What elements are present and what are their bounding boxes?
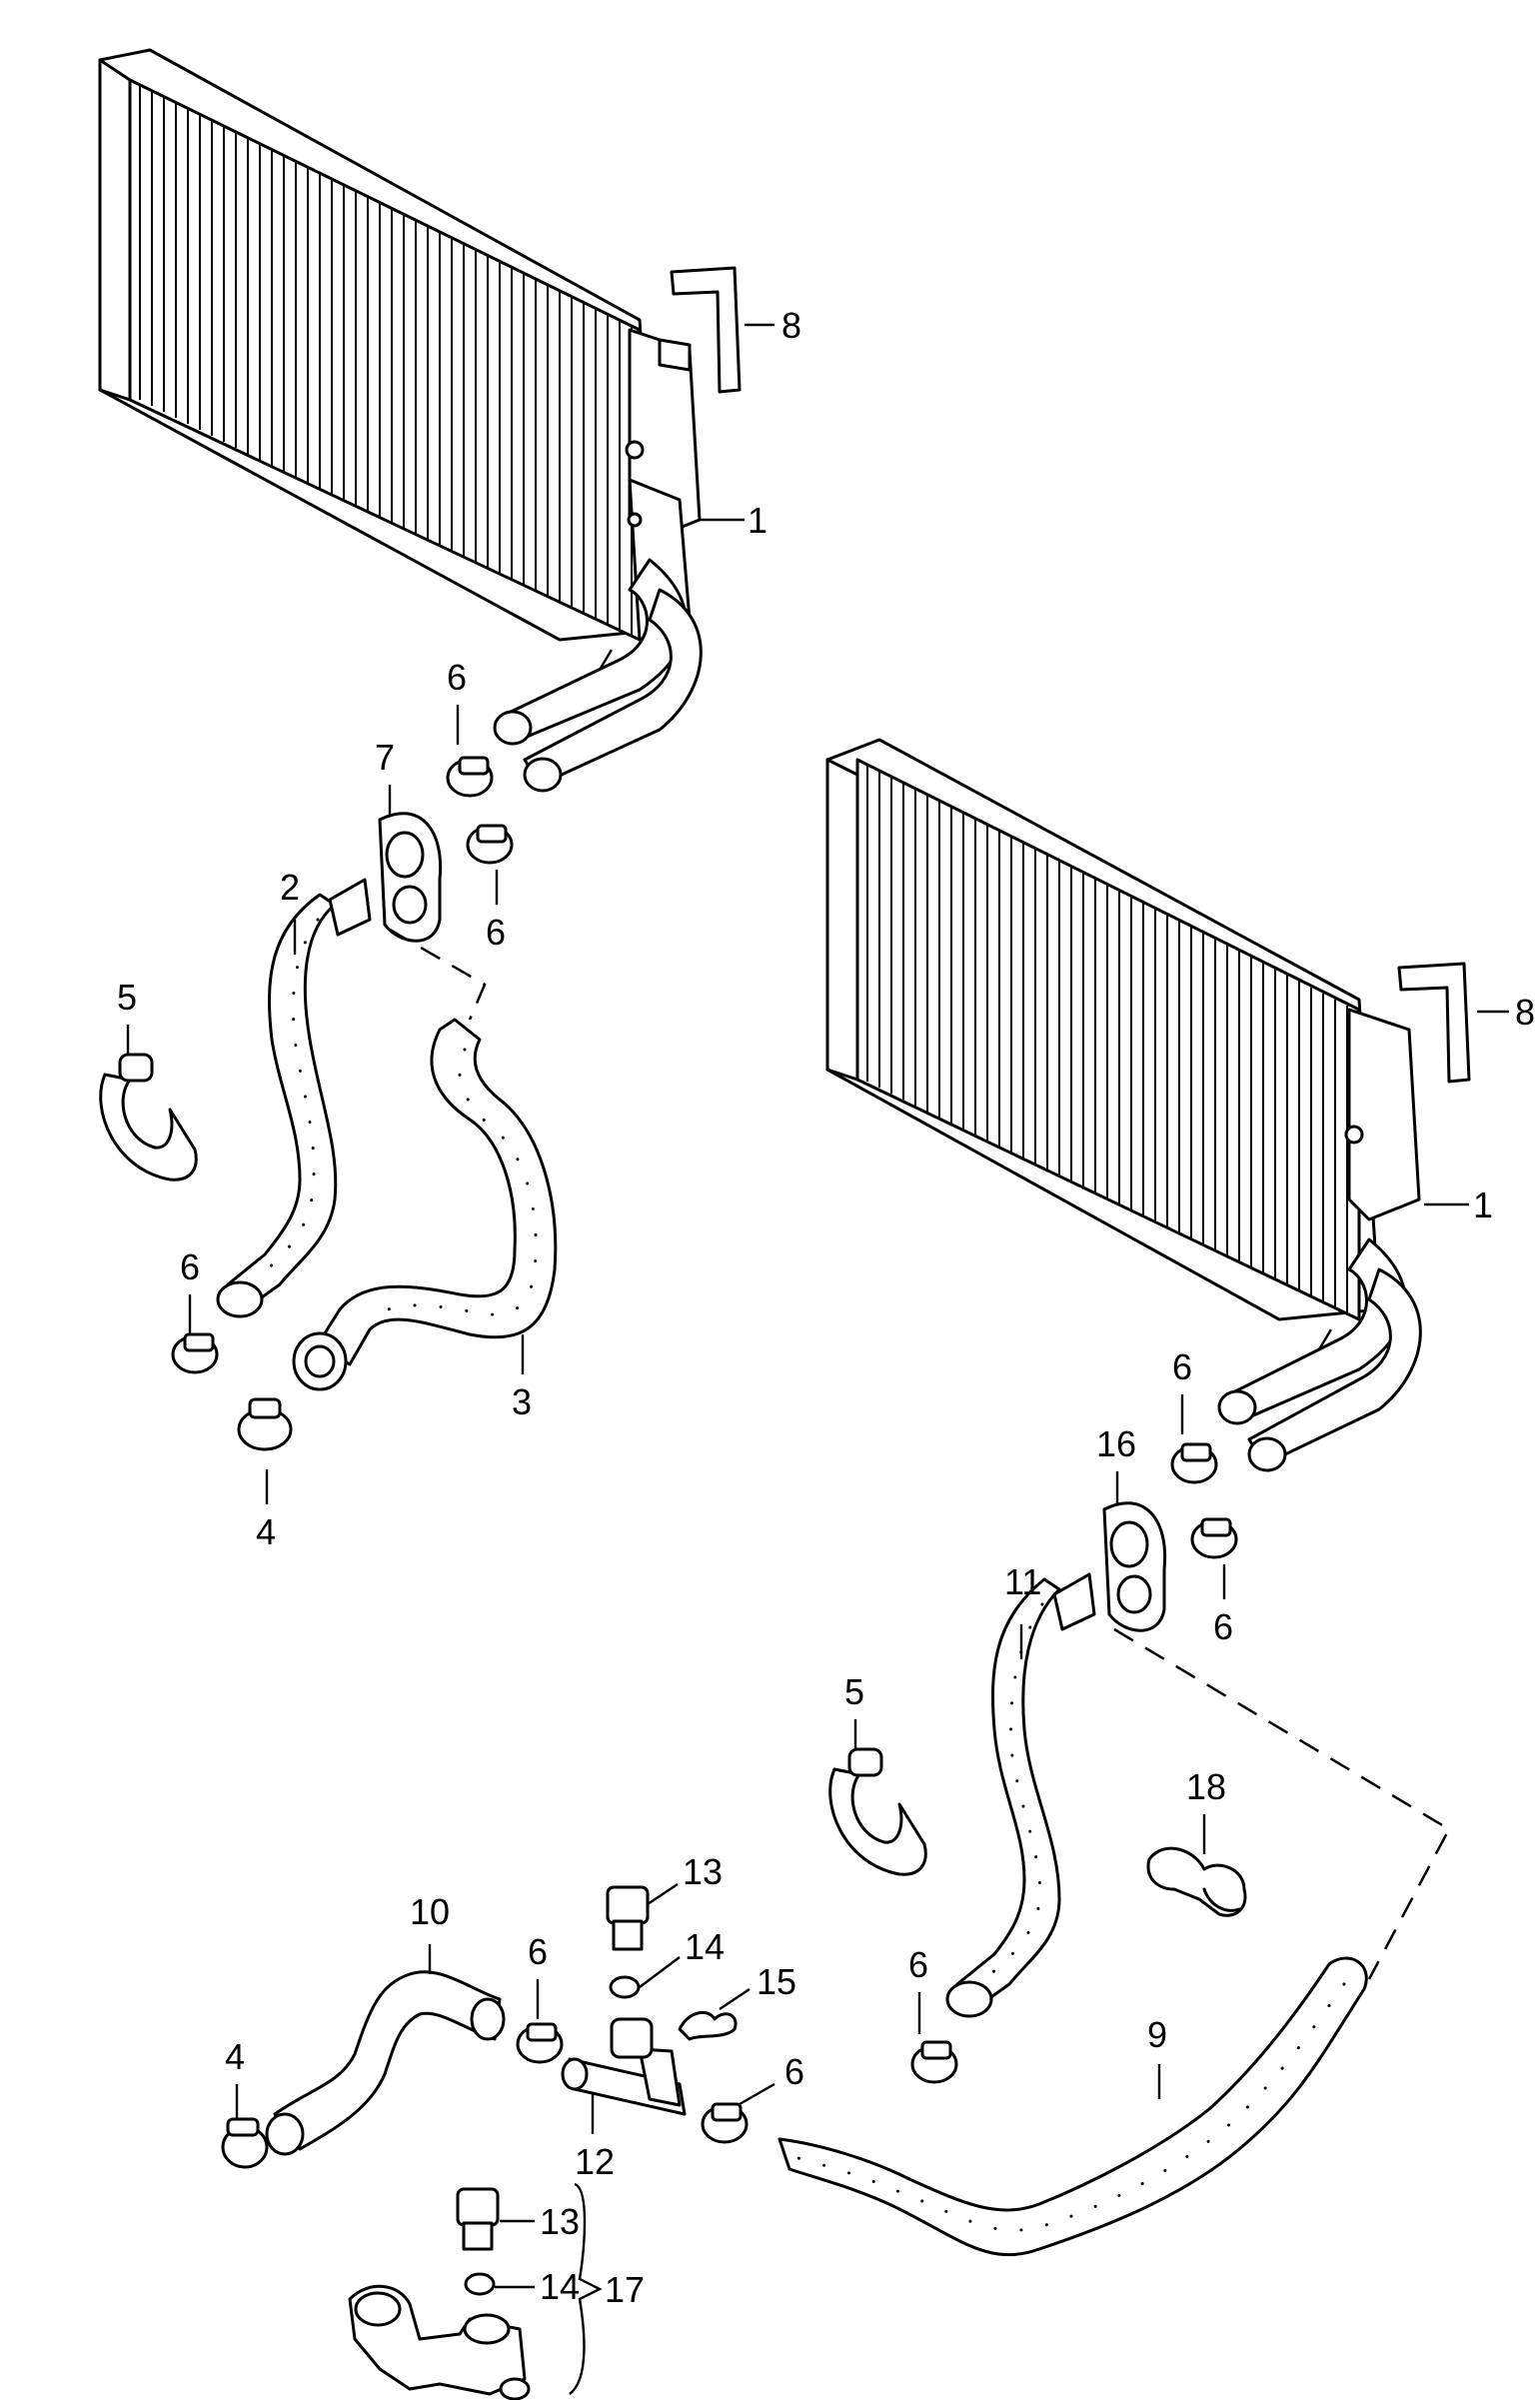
svg-text:6: 6 — [528, 1931, 548, 1972]
clamp-4-bottom — [221, 2117, 269, 2169]
assembly-bracket-17: 17 — [569, 2182, 645, 2395]
callout-13-bottom: 13 — [500, 2201, 580, 2242]
hose-2 — [216, 878, 372, 1318]
svg-text:11: 11 — [1004, 1561, 1041, 1602]
hose-9 — [777, 1956, 1368, 2257]
valve-housing-17 — [348, 2284, 531, 2400]
callout-12: 12 — [575, 2094, 615, 2182]
svg-text:4: 4 — [256, 1511, 276, 1552]
callout-8-bottom: 8 — [1477, 992, 1535, 1033]
svg-text:12: 12 — [575, 2141, 615, 2182]
temp-sensor-13-top — [606, 1885, 654, 2059]
svg-text:5: 5 — [844, 1671, 864, 1712]
callout-6-e: 6 — [1213, 1564, 1233, 1647]
clamp-5-left — [99, 1053, 198, 1182]
svg-text:6: 6 — [908, 1944, 928, 1985]
svg-text:14: 14 — [685, 1926, 725, 1967]
svg-text:9: 9 — [1147, 2014, 1167, 2055]
callout-4-left: 4 — [256, 1469, 276, 1552]
svg-text:1: 1 — [748, 500, 768, 541]
callout-5-left: 5 — [117, 977, 137, 1055]
svg-text:6: 6 — [486, 912, 506, 953]
callout-6-b: 6 — [486, 870, 506, 953]
callout-8-top: 8 — [745, 305, 801, 346]
clip-6-g — [516, 2022, 564, 2064]
svg-text:17: 17 — [605, 2269, 645, 2310]
callout-5-right: 5 — [844, 1671, 864, 1749]
svg-text:4: 4 — [225, 2036, 245, 2077]
callout-6-d: 6 — [1172, 1346, 1192, 1434]
svg-text:6: 6 — [180, 1246, 200, 1287]
heater-core-top-ports — [625, 338, 692, 528]
svg-text:6: 6 — [1213, 1606, 1233, 1647]
svg-text:3: 3 — [512, 1381, 532, 1422]
seal-ring-14-bottom — [464, 2272, 496, 2296]
svg-text:8: 8 — [781, 305, 801, 346]
clip-18 — [1146, 1846, 1247, 1917]
callout-7: 7 — [375, 737, 395, 815]
callout-6-g: 6 — [528, 1931, 548, 2019]
callout-6-a: 6 — [447, 657, 467, 745]
callout-2: 2 — [280, 867, 300, 955]
svg-text:6: 6 — [784, 2051, 804, 2092]
hose-11 — [945, 1572, 1096, 2018]
clamp-4-left — [237, 1397, 293, 1451]
svg-text:1: 1 — [1473, 1185, 1493, 1225]
flange-seal-16 — [1102, 1501, 1167, 1632]
svg-text:15: 15 — [757, 1961, 796, 2002]
callout-3: 3 — [512, 1334, 532, 1422]
svg-text:5: 5 — [117, 977, 137, 1018]
flange-seal-7 — [378, 812, 443, 943]
seal-ring-14-top — [609, 1975, 641, 1999]
callout-6-h: 6 — [739, 2051, 804, 2106]
svg-text:13: 13 — [683, 1851, 723, 1892]
retaining-clip-15 — [678, 2010, 738, 2041]
svg-text:13: 13 — [540, 2201, 580, 2242]
svg-text:7: 7 — [375, 737, 395, 778]
temp-sensor-13-bottom — [456, 2187, 500, 2251]
callout-1-top: 1 — [700, 500, 768, 541]
svg-text:8: 8 — [1515, 992, 1535, 1033]
dashed-connector-top — [389, 928, 487, 1021]
callout-16: 16 — [1096, 1423, 1136, 1504]
dashed-connector-bottom — [1113, 1627, 1451, 1980]
clip-6-h — [701, 2102, 749, 2144]
callout-11: 11 — [1004, 1561, 1041, 1659]
svg-text:2: 2 — [280, 867, 300, 908]
svg-text:18: 18 — [1186, 1766, 1226, 1807]
t-connector-12 — [561, 2047, 687, 2116]
callout-13-top: 13 — [647, 1851, 723, 1905]
clip-6-a — [446, 756, 494, 798]
svg-text:16: 16 — [1096, 1423, 1136, 1464]
clip-6-d — [1170, 1442, 1218, 1484]
svg-text:10: 10 — [410, 1891, 450, 1932]
callout-9: 9 — [1147, 2014, 1167, 2099]
callout-14-top: 14 — [639, 1926, 725, 1988]
callout-10: 10 — [410, 1891, 450, 1974]
svg-text:6: 6 — [1172, 1346, 1192, 1387]
seal-strip-bottom — [1397, 962, 1471, 1084]
hose-10 — [265, 1970, 506, 2156]
clip-6-c — [171, 1332, 219, 1374]
heater-core-bottom — [825, 738, 1422, 1472]
clip-6-f — [910, 2040, 958, 2084]
seal-strip-top — [670, 266, 742, 394]
clip-6-b — [466, 824, 514, 865]
callout-6-c: 6 — [180, 1246, 200, 1334]
callout-6-f: 6 — [908, 1944, 928, 2034]
clamp-5-right — [828, 1747, 927, 1876]
clip-6-e — [1190, 1517, 1238, 1559]
callout-1-bottom: 1 — [1424, 1185, 1493, 1225]
heater-core-top — [98, 48, 703, 793]
callout-14-bottom: 14 — [495, 2266, 580, 2307]
svg-text:14: 14 — [540, 2266, 580, 2307]
callout-15: 15 — [719, 1961, 796, 2010]
callout-18: 18 — [1186, 1766, 1226, 1854]
hose-3 — [292, 1018, 558, 1391]
callout-4-bottom: 4 — [225, 2036, 245, 2119]
svg-text:6: 6 — [447, 657, 467, 698]
